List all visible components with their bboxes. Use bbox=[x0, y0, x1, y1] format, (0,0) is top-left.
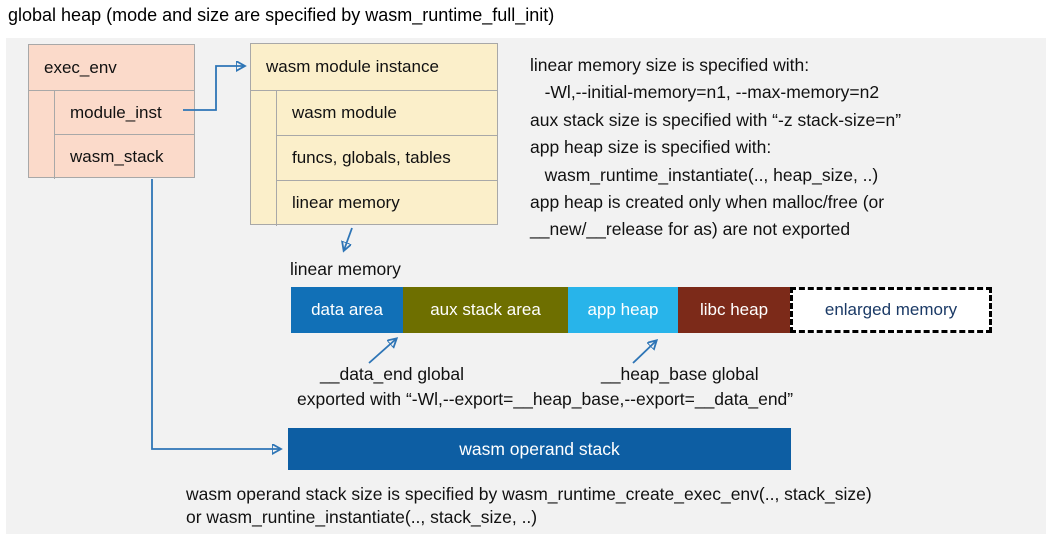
row-wasm-module: wasm module bbox=[277, 91, 497, 136]
note-line: linear memory size is specified with: bbox=[530, 55, 810, 75]
module-instance-box: wasm module instance wasm module funcs, … bbox=[250, 43, 498, 226]
linear-memory-bar: data area aux stack area app heap libc h… bbox=[291, 287, 992, 333]
linear-memory-label: linear memory bbox=[290, 259, 401, 279]
bottom-notes: wasm operand stack size is specified by … bbox=[186, 483, 872, 530]
row-funcs-globals-tables: funcs, globals, tables bbox=[277, 136, 497, 181]
segment-libc-heap: libc heap bbox=[678, 287, 790, 333]
operand-stack-bar: wasm operand stack bbox=[288, 428, 791, 470]
note-line: aux stack size is specified with “-z sta… bbox=[530, 109, 902, 130]
annotation-heap-base: __heap_base global bbox=[601, 364, 759, 384]
segment-aux-stack-area: aux stack area bbox=[403, 287, 568, 333]
note-line: wasm operand stack size is specified by … bbox=[186, 484, 872, 504]
exec-env-box: exec_env module_inst wasm_stack bbox=[28, 44, 195, 179]
module-instance-header: wasm module instance bbox=[251, 44, 497, 91]
note-line: or wasm_runtine_instantiate(.., stack_si… bbox=[186, 507, 538, 528]
operand-stack-label: wasm operand stack bbox=[459, 438, 620, 459]
exec-env-row-wasm-stack: wasm_stack bbox=[70, 147, 164, 166]
note-line: app heap size is specified with: bbox=[530, 137, 772, 158]
diagram-title: global heap (mode and size are specified… bbox=[8, 5, 555, 25]
annotation-export-note: exported with “-Wl,--export=__heap_base,… bbox=[297, 389, 794, 409]
note-line: app heap is created only when malloc/fre… bbox=[530, 192, 885, 213]
note-line: wasm_runtime_instantiate(.., heap_size, … bbox=[530, 164, 879, 185]
segment-app-heap: app heap bbox=[568, 287, 678, 333]
note-line: -Wl,--initial-memory=n1, --max-memory=n2 bbox=[530, 82, 880, 103]
segment-data-area: data area bbox=[291, 287, 403, 333]
note-line: __new/__release for as) are not exported bbox=[530, 219, 851, 240]
segment-enlarged-memory: enlarged memory bbox=[790, 287, 992, 333]
exec-env-row-module-inst: module_inst bbox=[55, 91, 194, 135]
exec-env-header: exec_env bbox=[29, 45, 194, 91]
row-linear-memory: linear memory bbox=[292, 193, 400, 212]
right-notes: linear memory size is specified with: -W… bbox=[530, 52, 901, 244]
annotation-data-end: __data_end global bbox=[320, 364, 465, 384]
